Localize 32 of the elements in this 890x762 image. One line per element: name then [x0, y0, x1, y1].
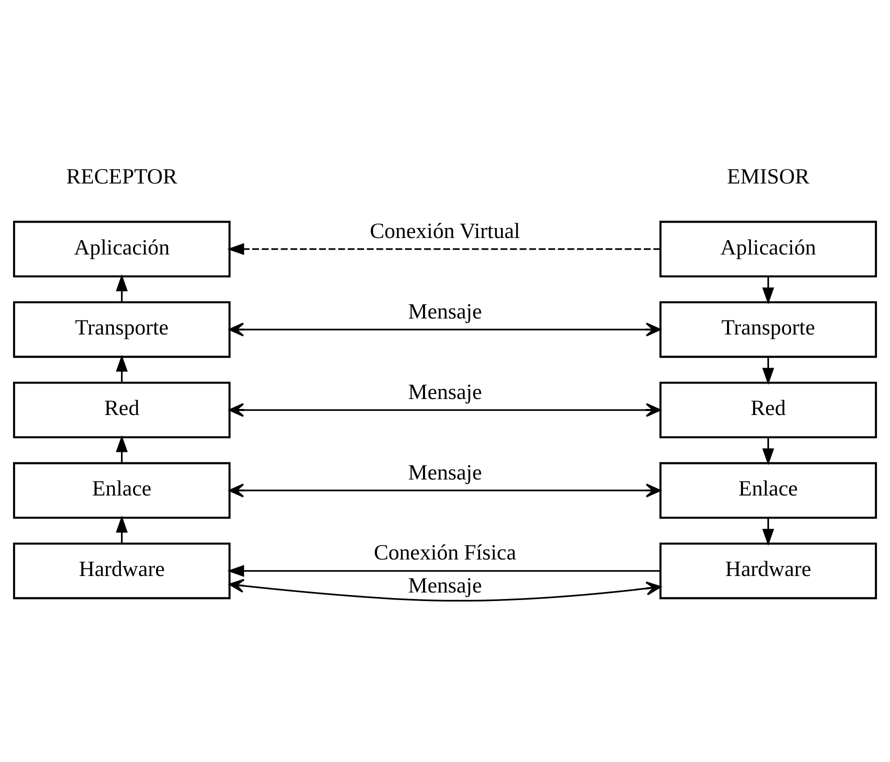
node-box: Hardware — [659, 542, 877, 600]
node-box: Enlace — [659, 462, 877, 519]
arrow — [228, 578, 662, 602]
edge-label: Conexión Física — [374, 540, 516, 565]
label: EMISOR — [727, 164, 810, 188]
arrow — [228, 322, 661, 336]
node-box: Enlace — [13, 462, 231, 519]
node-box: Red — [659, 382, 877, 438]
node-box: Aplicación — [659, 220, 877, 278]
arrow — [116, 516, 128, 544]
arrow — [762, 276, 774, 304]
arrow — [227, 565, 660, 577]
arrow — [116, 274, 128, 302]
edge-label: Conexión Virtual — [370, 218, 520, 243]
edge-label: Mensaje — [408, 299, 482, 324]
arrow — [762, 518, 774, 546]
edge-label: Mensaje — [408, 380, 482, 404]
edge-label: Mensaje — [408, 573, 482, 598]
node-box: Aplicación — [13, 220, 231, 278]
arrow — [762, 357, 774, 385]
arrow — [116, 354, 128, 382]
arrow — [228, 484, 661, 498]
node-box: Transporte — [13, 301, 231, 358]
arrow — [228, 403, 661, 417]
node-box: Transporte — [659, 301, 877, 358]
arrow — [762, 438, 774, 466]
node-box: Red — [13, 382, 231, 438]
node-box: Hardware — [13, 542, 231, 600]
label: RECEPTOR — [66, 164, 178, 188]
arrow — [227, 243, 660, 256]
edge-label: Mensaje — [408, 460, 482, 484]
arrow — [116, 435, 128, 463]
